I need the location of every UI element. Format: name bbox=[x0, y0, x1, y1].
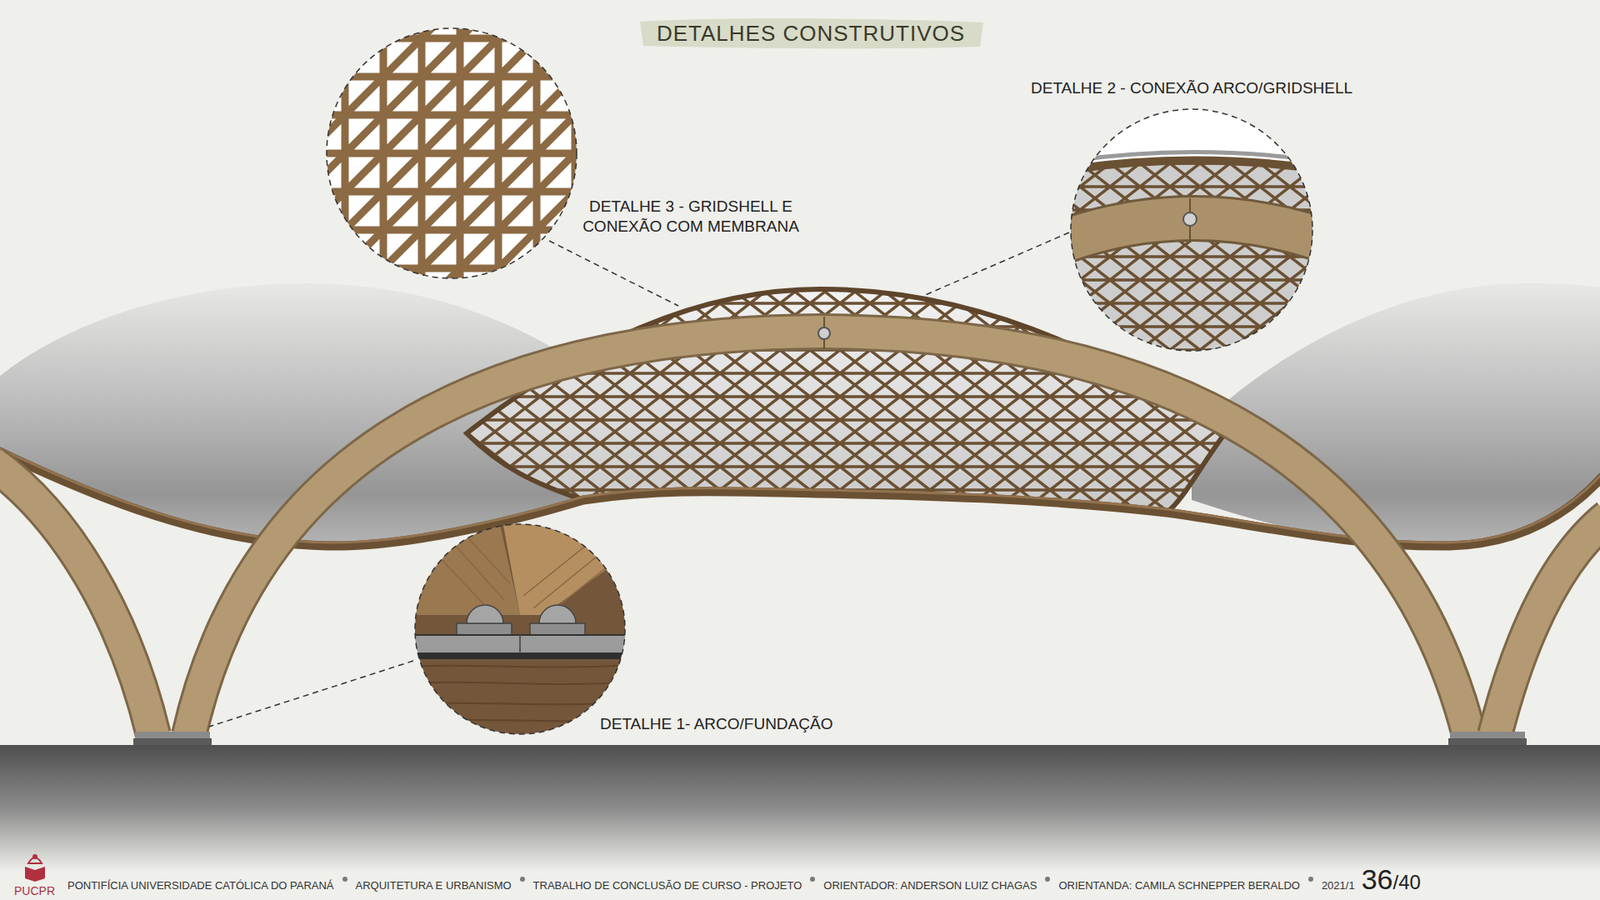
footer-item: ARQUITETURA E URBANISMO bbox=[355, 880, 512, 891]
title-brush bbox=[640, 18, 984, 49]
detail-2-outline bbox=[1070, 109, 1313, 351]
footer-bullet bbox=[342, 876, 348, 882]
footer-item: PONTIFÍCIA UNIVERSIDADE CATÓLICA DO PARA… bbox=[67, 880, 335, 891]
page-number: /40 bbox=[1392, 872, 1420, 893]
footer-bullet bbox=[520, 876, 525, 882]
footer-bullet bbox=[810, 876, 815, 882]
footer-item: TRABALHO DE CONCLUSÃO DE CURSO - PROJETO bbox=[533, 880, 803, 891]
detail-label: DETALHE 3 - GRIDSHELL E CONEXÃO COM MEMB… bbox=[565, 196, 816, 237]
footer-item: ORIENTANDA: CAMILA SCHNEPPER BERALDO bbox=[1058, 880, 1300, 891]
detail-1-outline bbox=[415, 524, 625, 735]
footer-item: ORIENTADOR: ANDERSON LUIZ CHAGAS bbox=[823, 880, 1037, 891]
footer-bullet bbox=[1308, 876, 1314, 882]
leader-lines bbox=[209, 232, 1070, 727]
foundations bbox=[133, 731, 1527, 745]
detail-label: DETALHE 2 - CONEXÃO ARCO/GRIDSHELL bbox=[1030, 78, 1353, 99]
footer-bar: PONTIFÍCIA UNIVERSIDADE CATÓLICA DO PARA… bbox=[67, 865, 1421, 894]
logo-text: PUCPR bbox=[14, 884, 55, 900]
footer-item: 2021/1 bbox=[1321, 880, 1355, 891]
logo-emblem bbox=[25, 854, 45, 882]
detail-label: DETALHE 1- ARCO/FUNDAÇÃO bbox=[600, 714, 833, 735]
detail-3-outline bbox=[326, 28, 577, 279]
detail-3-circle bbox=[316, 16, 592, 292]
arches bbox=[0, 316, 1600, 735]
detail-1-circle bbox=[408, 516, 634, 742]
page-number: 36 bbox=[1361, 865, 1394, 894]
footer-bullet bbox=[1045, 876, 1050, 882]
page-title: DETALHES CONSTRUTIVOS bbox=[656, 20, 965, 48]
ground bbox=[0, 745, 1600, 872]
detail-2-circle bbox=[1058, 104, 1334, 367]
